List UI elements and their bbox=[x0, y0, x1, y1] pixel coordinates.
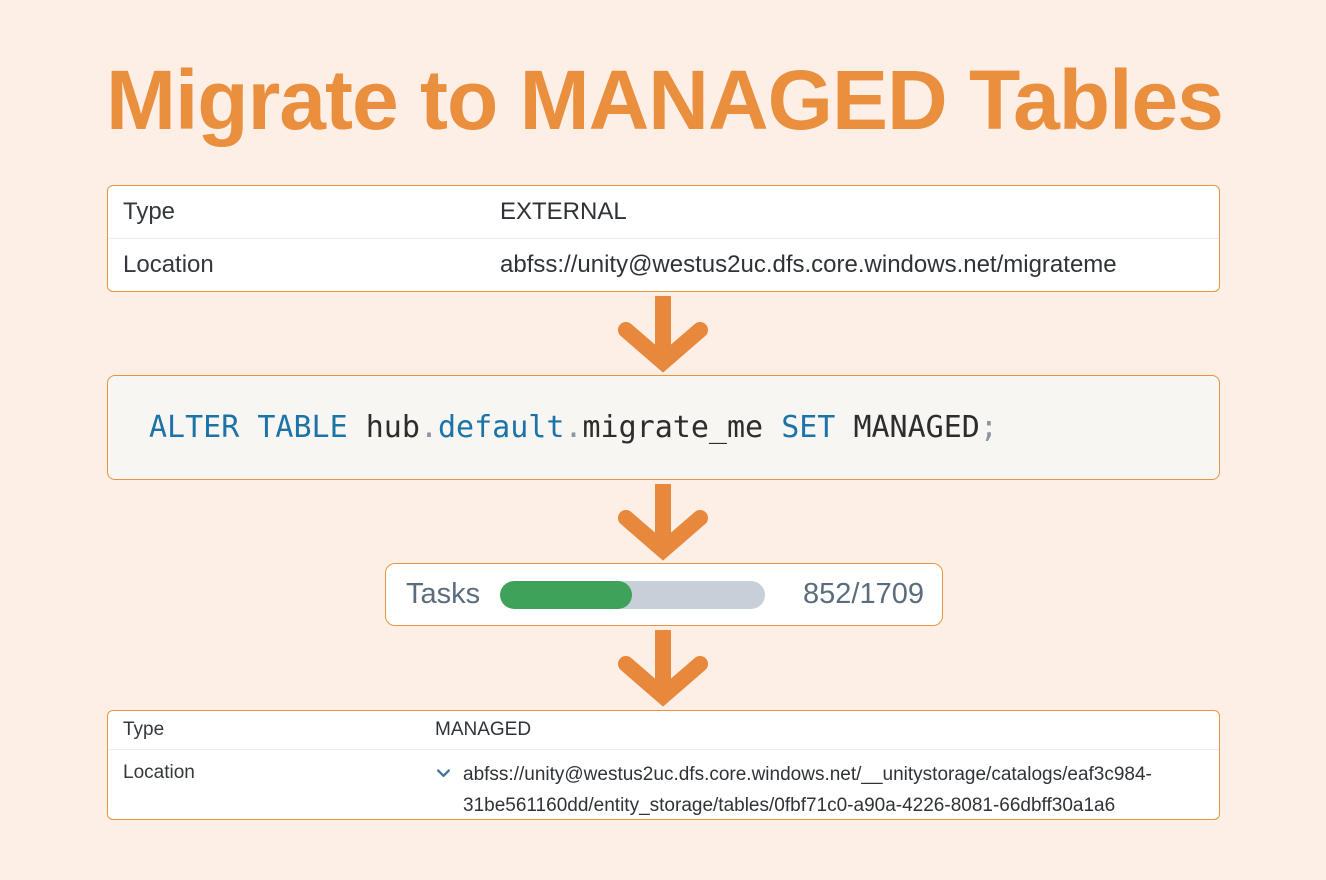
row-label-location: Location bbox=[123, 251, 214, 278]
row-value-location: abfss://unity@westus2uc.dfs.core.windows… bbox=[500, 251, 1117, 278]
down-arrow-icon bbox=[618, 630, 708, 707]
location-path: abfss://unity@westus2uc.dfs.core.windows… bbox=[463, 759, 1152, 819]
row-label-type: Type bbox=[123, 198, 176, 225]
code-token: migrate_me bbox=[582, 410, 764, 445]
code-token bbox=[835, 410, 853, 445]
tasks-progress-widget: Tasks 852/1709 bbox=[385, 563, 943, 626]
progress-fill bbox=[500, 580, 633, 609]
table-after: Type MANAGED Location abfss://unity@west… bbox=[107, 710, 1220, 820]
row-label-location: Location bbox=[123, 762, 195, 783]
location-path-line1: abfss://unity@westus2uc.dfs.core.windows… bbox=[463, 764, 1152, 785]
code-token: default bbox=[438, 410, 565, 445]
row-value-location: abfss://unity@westus2uc.dfs.core.windows… bbox=[416, 759, 1219, 819]
down-arrow-icon bbox=[618, 296, 708, 373]
code-token: . bbox=[564, 410, 583, 445]
progress-label: Tasks bbox=[406, 578, 481, 610]
code-token: ALTER TABLE bbox=[149, 410, 348, 445]
chevron-down-icon[interactable] bbox=[435, 765, 452, 782]
row-label-type: Type bbox=[123, 719, 165, 740]
code-token bbox=[348, 410, 366, 445]
progress-track bbox=[500, 580, 766, 609]
row-value-type: EXTERNAL bbox=[500, 198, 627, 225]
code-token: hub bbox=[365, 410, 420, 445]
code-token bbox=[763, 410, 781, 445]
code-token: . bbox=[419, 410, 438, 445]
location-path-line2: 31be561160dd/entity_storage/tables/0fbf7… bbox=[463, 795, 1116, 816]
table-before: Type EXTERNAL Location abfss://unity@wes… bbox=[107, 185, 1220, 292]
page-title: Migrate to MANAGED Tables bbox=[106, 53, 1224, 147]
down-arrow-icon bbox=[618, 484, 708, 561]
code-token: ; bbox=[979, 410, 998, 445]
code-token: MANAGED bbox=[853, 410, 980, 445]
table-row: Type EXTERNAL bbox=[108, 186, 1219, 238]
code-token: SET bbox=[781, 410, 836, 445]
progress-count: 852/1709 bbox=[803, 578, 924, 610]
table-row: Type MANAGED bbox=[108, 711, 1219, 749]
sql-code-block: ALTER TABLE hub.default.migrate_me SET M… bbox=[107, 375, 1220, 480]
row-value-type: MANAGED bbox=[435, 719, 532, 740]
table-row: Location abfss://unity@westus2uc.dfs.cor… bbox=[108, 238, 1219, 291]
sql-statement: ALTER TABLE hub.default.migrate_me SET M… bbox=[108, 410, 998, 445]
table-row: Location abfss://unity@westus2uc.dfs.cor… bbox=[108, 749, 1219, 819]
